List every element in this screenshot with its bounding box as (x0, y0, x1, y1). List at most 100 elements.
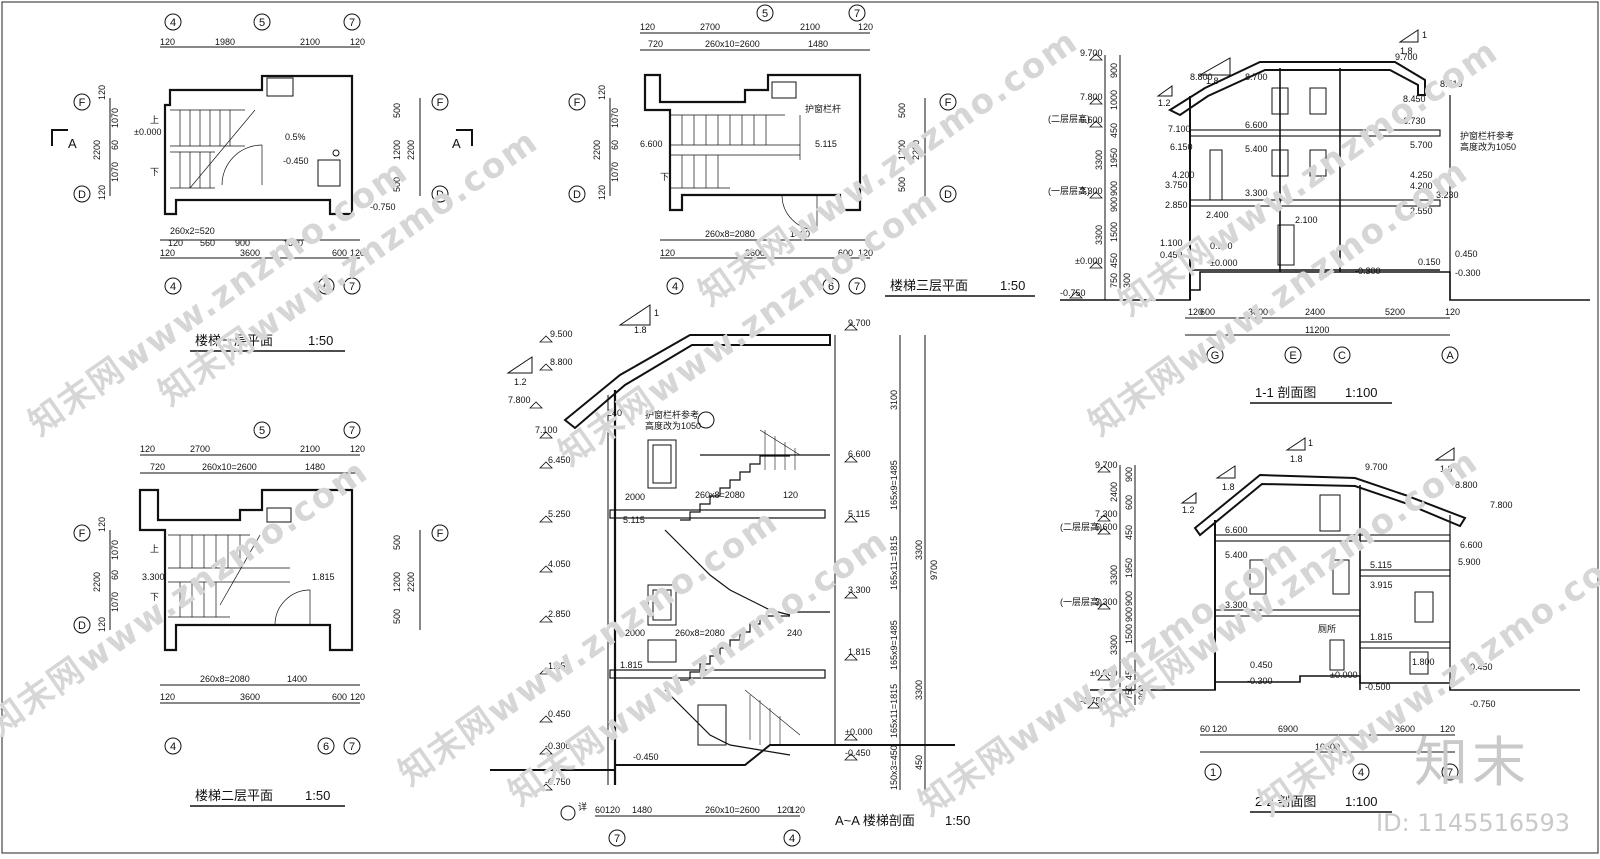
down-label: 下 (660, 172, 669, 182)
elev-label: 9.700 (1365, 462, 1388, 472)
floor-note: (二层层高) (1060, 521, 1102, 532)
drawing-scale: 1:50 (945, 813, 970, 828)
up-label: 上 (150, 544, 159, 554)
dim-text: 300 (1122, 273, 1132, 288)
dim-text: 3100 (889, 390, 899, 410)
elev-label: 6.600 (1080, 115, 1103, 125)
dim-text: 900 (1124, 467, 1134, 482)
dim-text: 2400 (1305, 307, 1325, 317)
dim-text: 165x9=1485 (889, 460, 899, 510)
dim-text: 500 (897, 177, 907, 192)
dim-text: 3300 (1094, 150, 1104, 170)
elev-label: 2.850 (1165, 200, 1188, 210)
axis-bubble: 4 (672, 281, 678, 293)
dim-text: 120 (597, 85, 607, 100)
dim-text: 9700 (929, 560, 939, 580)
elev-label: 7.100 (1168, 124, 1191, 134)
dim-text: 150x3=450 (889, 745, 899, 790)
dim-text: 120 (1440, 724, 1455, 734)
dim-text: 3600 (240, 248, 260, 258)
dim-text: 720 (648, 39, 663, 49)
dim-text: 2200 (92, 140, 102, 160)
dim-text: 2200 (406, 140, 416, 160)
rail-note: 高度改为1050 (1460, 141, 1516, 152)
elev-label: 1.800 (1412, 657, 1435, 667)
elev-label: 6.600 (1245, 120, 1268, 130)
elev-label: 9.700 (1080, 48, 1103, 58)
elev-label: 5.115 (1370, 560, 1392, 570)
axis-bubble: 7 (1447, 767, 1453, 779)
elev-label: 7.300 (1095, 509, 1118, 519)
elev-label: ±0.000 (1090, 668, 1117, 678)
dim-text: 900 (1109, 197, 1119, 212)
axis-bubble: 6 (323, 281, 329, 293)
elev-label: 4.200 (1410, 181, 1433, 191)
axis-bubble: A (1446, 350, 1454, 362)
elev-label: 4.050 (548, 559, 571, 569)
elev-label: 3.300 (1245, 188, 1268, 198)
stair-dim: 240 (607, 408, 622, 418)
dim-text: 165x11=1815 (889, 536, 899, 590)
elev-label: 1.815 (620, 660, 643, 670)
elev-label: 9.500 (550, 329, 573, 339)
elev-label: 2.400 (1206, 210, 1229, 220)
dim-text: 120 (160, 37, 175, 47)
dim-text: 120 (160, 248, 175, 258)
dim-text: 2200 (911, 140, 921, 160)
dim-text: 1200 (392, 572, 402, 592)
elev-label: -0.500 (1365, 682, 1391, 692)
dim-text: 600 (332, 248, 347, 258)
stair-dim: 2000 (625, 492, 645, 502)
dim-text: 120 (858, 248, 873, 258)
axis-bubble: G (1211, 350, 1220, 362)
elev-label: ±0.000 (1075, 256, 1102, 266)
dim-text: 60 (110, 140, 120, 150)
elev-label: 6.730 (1403, 116, 1426, 126)
elev-label: 8.800 (1190, 72, 1213, 82)
drawing-title: 2-2 剖面图 (1255, 794, 1316, 809)
axis-bubble: 7 (349, 425, 355, 437)
dim-text: 2200 (92, 572, 102, 592)
dim-text: 2100 (300, 37, 320, 47)
elev-label: 1.815 (848, 647, 871, 657)
axis-bubble: 5 (259, 17, 265, 29)
drawing-title: 楼梯一层平面 (195, 333, 273, 348)
dim-text: 60 (610, 140, 620, 150)
drawing-title: 楼梯三层平面 (890, 278, 968, 293)
floor-note: (二层层高) (1048, 113, 1090, 124)
elev-label: ±0.000 (1210, 258, 1237, 268)
dim-text: 120 (1188, 307, 1203, 317)
dim-text: 60 (595, 805, 605, 815)
elev-label: 8.510 (1440, 79, 1463, 89)
dim-text: 3300 (1094, 225, 1104, 245)
elev-label: 3.300 (848, 585, 871, 595)
section-11: 1.8 1 1.8 1.2 9.700 7.800 6.600 3.30 (1048, 29, 1590, 404)
dim-text: 120 (597, 185, 607, 200)
drawing-scale: 1:50 (1000, 278, 1025, 293)
dim-text: 1070 (110, 540, 120, 560)
elev-label: 1.100 (1160, 238, 1183, 248)
elev-label: 3.230 (1436, 190, 1459, 200)
dim-text: 120 (350, 444, 365, 454)
stair-dim: 2000 (625, 628, 645, 638)
dim-text: 3300 (914, 680, 924, 700)
brand-watermark: 知末 (1414, 731, 1530, 794)
dim-text: 120 (140, 444, 155, 454)
elev-label: 6.600 (1095, 522, 1118, 532)
elev-label: 5.115 (815, 139, 837, 149)
slope-label: 1.2 (1158, 98, 1171, 108)
elev-label: 5.400 (1225, 550, 1248, 560)
stair-dim: 260x8=2080 (695, 490, 745, 500)
axis-bubble: 4 (170, 741, 176, 753)
dim-text: 900 (1124, 607, 1134, 622)
dim-text: 2100 (300, 444, 320, 454)
elev-label: -0.750 (370, 202, 396, 212)
dim-text: 120 (790, 805, 805, 815)
dim-text: 120 (97, 185, 107, 200)
elev-label: 0.450 (1250, 660, 1273, 670)
dim-text: 260x2=520 (170, 226, 215, 236)
axis-bubble: 7 (614, 833, 620, 845)
axis-bubble: D (78, 189, 86, 201)
dim-text: 900 (1124, 591, 1134, 606)
drawing-title: 楼梯二层平面 (195, 788, 273, 803)
